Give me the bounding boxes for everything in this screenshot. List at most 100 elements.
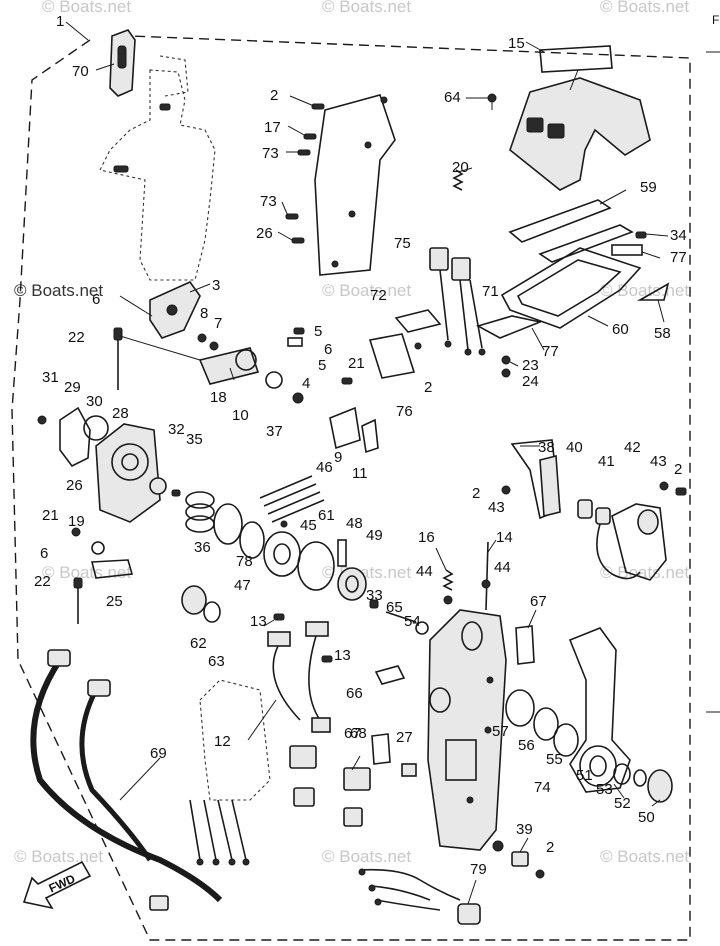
callout-label: 68 bbox=[350, 725, 367, 742]
leader-lines bbox=[65, 21, 669, 905]
callout-label: 65 bbox=[386, 599, 403, 616]
callout-label: 76 bbox=[396, 403, 413, 420]
spring-35 bbox=[171, 489, 215, 533]
bracket-screws bbox=[285, 103, 325, 244]
neutral-switch-12 bbox=[267, 613, 406, 733]
callout-label: 31 bbox=[42, 369, 59, 386]
callout-label: 45 bbox=[300, 517, 317, 534]
gasket-60 bbox=[475, 247, 642, 339]
watermark-text: © Boats.net bbox=[42, 0, 131, 16]
callout-label: 7 bbox=[214, 315, 222, 332]
callout-label: 28 bbox=[112, 405, 129, 422]
callout-label: 73 bbox=[260, 193, 277, 210]
discs-36-78-47-61 bbox=[213, 503, 335, 591]
watermark-text: © Boats.net bbox=[600, 0, 689, 16]
throttle-arm bbox=[568, 627, 631, 793]
callout-label: 66 bbox=[346, 685, 363, 702]
callout-label: 79 bbox=[470, 861, 487, 878]
bracket-25 bbox=[71, 527, 134, 624]
rod-14-16 bbox=[442, 541, 491, 611]
callout-label: 34 bbox=[670, 227, 687, 244]
callout-label: 60 bbox=[612, 321, 629, 338]
callout-label: 2 bbox=[546, 839, 554, 856]
watermark-text: © Boats.net bbox=[600, 563, 689, 582]
spring-20 bbox=[452, 169, 464, 191]
cable-guide-38 bbox=[510, 439, 561, 520]
callout-label: 2 bbox=[424, 379, 432, 396]
callout-label: 24 bbox=[522, 373, 539, 390]
callout-label: 72 bbox=[370, 287, 387, 304]
callout-label: 20 bbox=[452, 159, 469, 176]
callout-label: 56 bbox=[518, 737, 535, 754]
callout-label: 54 bbox=[404, 613, 421, 630]
callout-label: 21 bbox=[348, 355, 365, 372]
callout-label: 46 bbox=[316, 459, 333, 476]
watermark-text: © Boats.net bbox=[322, 563, 411, 582]
callout-label: 44 bbox=[416, 563, 433, 580]
callout-label: 9 bbox=[334, 449, 342, 466]
callout-labels: 1 70 2 17 73 73 26 3 6 8 7 22 5 6 5 4 18… bbox=[34, 13, 687, 878]
cover-plates bbox=[508, 199, 647, 263]
callout-label: 2 bbox=[472, 485, 480, 502]
callout-label: 2 bbox=[674, 461, 682, 478]
callout-label: 69 bbox=[150, 745, 167, 762]
gear-plate-28 bbox=[37, 406, 167, 523]
screws-23-24 bbox=[501, 355, 511, 378]
callout-label: 39 bbox=[516, 821, 533, 838]
callout-label: 77 bbox=[542, 343, 559, 360]
plates-67 bbox=[371, 625, 535, 765]
callout-label: 38 bbox=[538, 439, 555, 456]
block-27 bbox=[401, 763, 417, 777]
watermark-text: © Boats.net bbox=[600, 847, 689, 866]
callout-label: 71 bbox=[482, 283, 499, 300]
callout-label: 44 bbox=[494, 559, 511, 576]
callout-label: 6 bbox=[324, 341, 332, 358]
callout-label: 53 bbox=[596, 781, 613, 798]
callout-label: 55 bbox=[546, 751, 563, 768]
callout-label: 61 bbox=[318, 507, 335, 524]
callout-label: 48 bbox=[346, 515, 363, 532]
watermark-text: © Boats.net bbox=[322, 847, 411, 866]
callout-label: 22 bbox=[34, 573, 51, 590]
callout-label: 21 bbox=[42, 507, 59, 524]
callout-label: 77 bbox=[670, 249, 687, 266]
callout-label: 5 bbox=[318, 357, 326, 374]
callout-label: 23 bbox=[522, 357, 539, 374]
callout-label: 67 bbox=[530, 593, 547, 610]
watermark-text: © Boats.net bbox=[322, 0, 411, 16]
cam-48-49 bbox=[337, 539, 367, 601]
callout-label: 36 bbox=[194, 539, 211, 556]
callout-label: 13 bbox=[334, 647, 351, 664]
callout-label: 42 bbox=[624, 439, 641, 456]
shaft-18 bbox=[198, 347, 260, 385]
callout-label: 52 bbox=[614, 795, 631, 812]
watermark-text: © Boats.net bbox=[14, 847, 103, 866]
callout-label: 73 bbox=[262, 145, 279, 162]
callout-label: 49 bbox=[366, 527, 383, 544]
callout-label: 58 bbox=[654, 325, 671, 342]
callout-label: 32 bbox=[168, 421, 185, 438]
callout-label: 75 bbox=[394, 235, 411, 252]
callout-label: 47 bbox=[234, 577, 251, 594]
bracket-72-76 bbox=[368, 309, 442, 379]
callout-label: 35 bbox=[186, 431, 203, 448]
fwd-arrow: FWD bbox=[22, 860, 92, 910]
switch-harness bbox=[429, 247, 486, 356]
callout-label: 2 bbox=[270, 87, 278, 104]
callout-label: 16 bbox=[418, 529, 435, 546]
callout-label: 12 bbox=[214, 733, 231, 750]
edge-glyph: F bbox=[712, 13, 719, 27]
callout-label: 67 bbox=[344, 725, 361, 742]
callout-label: 13 bbox=[250, 613, 267, 630]
small-parts-5-6-7-8 bbox=[197, 327, 305, 404]
right-edge-legend: F bbox=[706, 13, 720, 713]
callout-label: 8 bbox=[200, 305, 208, 322]
trim-58 bbox=[636, 282, 670, 301]
watermark-text: © Boats.net bbox=[42, 563, 131, 582]
callout-label: 59 bbox=[640, 179, 657, 196]
callout-label: 6 bbox=[92, 291, 100, 308]
callout-label: 1 bbox=[56, 13, 64, 30]
callout-label: 41 bbox=[598, 453, 615, 470]
callout-label: 62 bbox=[190, 635, 207, 652]
